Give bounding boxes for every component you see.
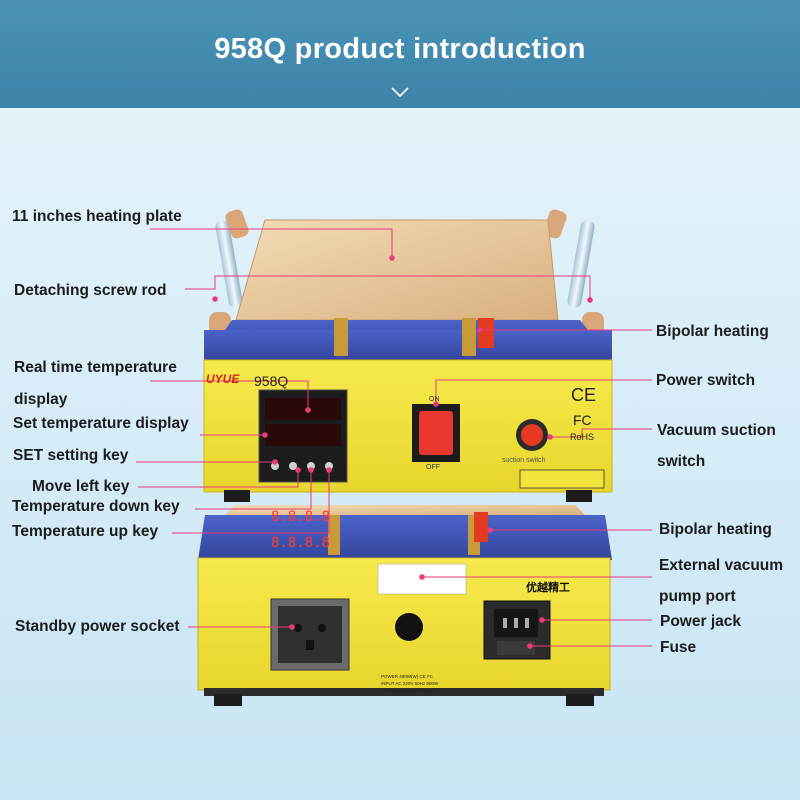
callout-real-time-temp: Real time temperature xyxy=(14,359,177,376)
rating-line-1: POWER 400W(W) CE FC xyxy=(381,674,434,679)
rohs-mark: RoHS xyxy=(570,432,595,442)
callout-heating-plate: 11 inches heating plate xyxy=(12,208,182,225)
rating-line-2: INPUT AC 220V 50Hz 800W xyxy=(381,681,439,686)
model-label: 958Q xyxy=(254,373,289,389)
callout-real-time-temp-2: display xyxy=(14,391,68,408)
temperature-display-top: 8.8.8.8 xyxy=(271,509,331,525)
callout-screw-rod: Detaching screw rod xyxy=(14,282,167,299)
fc-mark: FC xyxy=(573,412,592,428)
chevron-down-icon xyxy=(391,87,409,98)
page-title: 958Q product introduction xyxy=(214,33,586,65)
callout-fuse: Fuse xyxy=(660,639,697,656)
header-banner: 958Q product introduction xyxy=(0,0,800,108)
callout-temp-up: Temperature up key xyxy=(12,523,159,540)
machine-illustration xyxy=(136,209,652,706)
leader-lines xyxy=(136,228,652,647)
callout-standby-socket: Standby power socket xyxy=(15,618,180,635)
callout-bipolar-top: Bipolar heating xyxy=(656,323,769,340)
callout-set-key: SET setting key xyxy=(13,447,129,464)
leader-dots xyxy=(212,255,593,649)
callout-bipolar-bottom: Bipolar heating xyxy=(659,521,772,538)
switch-off-label: OFF xyxy=(426,464,440,471)
temperature-display-bottom: 8.8.8.8 xyxy=(271,535,331,551)
callout-vacuum-port-2: pump port xyxy=(659,588,736,605)
callout-vacuum: Vacuum suction xyxy=(657,422,776,439)
rear-machine xyxy=(197,505,612,706)
switch-on-label: ON xyxy=(429,396,440,403)
callout-set-temp: Set temperature display xyxy=(13,415,189,432)
rating-label: POWER 400W(W) CE FC INPUT AC 220V 50Hz 8… xyxy=(381,673,438,694)
suction-caption: suction switch xyxy=(502,457,546,464)
front-machine xyxy=(203,209,613,502)
callout-vacuum-2: switch xyxy=(657,453,706,470)
rating-line-3: NO. 2019111800547 1803H xyxy=(381,688,437,693)
callout-temp-down: Temperature down key xyxy=(12,498,180,515)
callout-vacuum-port: External vacuum xyxy=(659,557,784,574)
ce-mark: CE xyxy=(571,385,597,405)
brand-label: UYUE xyxy=(206,372,240,386)
bottom-badge: 优越精工 xyxy=(526,582,570,594)
callout-power-jack: Power jack xyxy=(660,613,741,630)
callout-move-left: Move left key xyxy=(32,478,130,495)
callout-power-switch: Power switch xyxy=(656,372,756,389)
